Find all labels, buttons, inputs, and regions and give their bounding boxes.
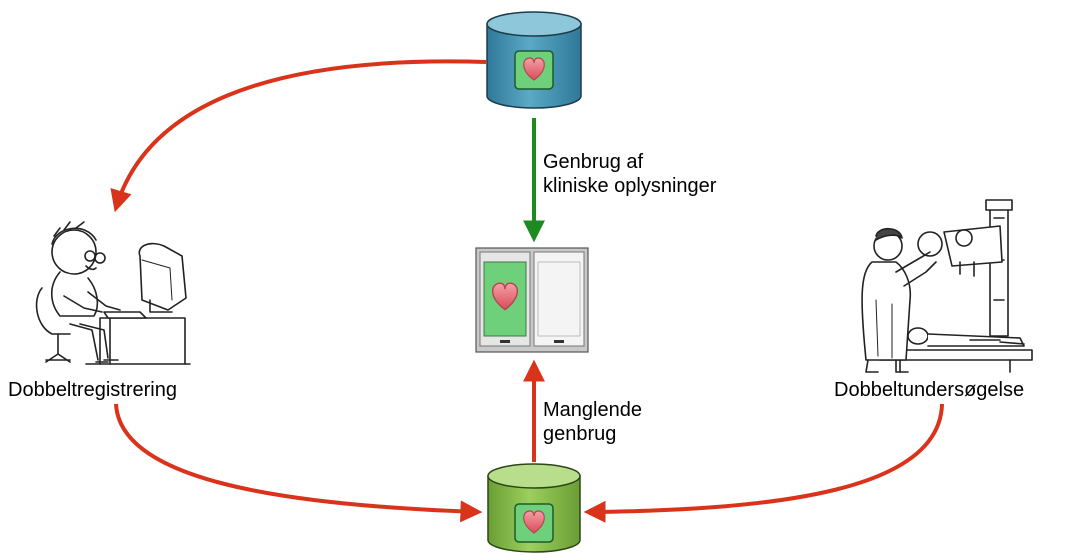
label-missing-line-1: Manglende [543, 399, 642, 421]
arrow-left-to-bottom [114, 403, 483, 523]
label-reuse-line-1: Genbrug af [543, 151, 644, 173]
arrow-top-to-left [110, 59, 487, 213]
xray-examination-icon [861, 199, 1033, 373]
viewer-screen-icon [475, 247, 589, 353]
top-database-icon [486, 11, 582, 109]
label-missing-reuse: Manglende genbrug [543, 398, 642, 446]
label-double-examination: Dobbeltundersøgelse [834, 379, 1025, 401]
label-missing-line-2: genbrug [543, 423, 617, 445]
bottom-database-icon [487, 463, 581, 553]
person-at-computer-icon [35, 221, 191, 365]
label-reuse-clinical-info: Genbrug af kliniske oplysninger [543, 150, 716, 198]
label-double-registration: Dobbeltregistrering [8, 379, 177, 401]
label-reuse-line-2: kliniske oplysninger [543, 175, 717, 197]
arrow-right-to-bottom [583, 403, 944, 523]
